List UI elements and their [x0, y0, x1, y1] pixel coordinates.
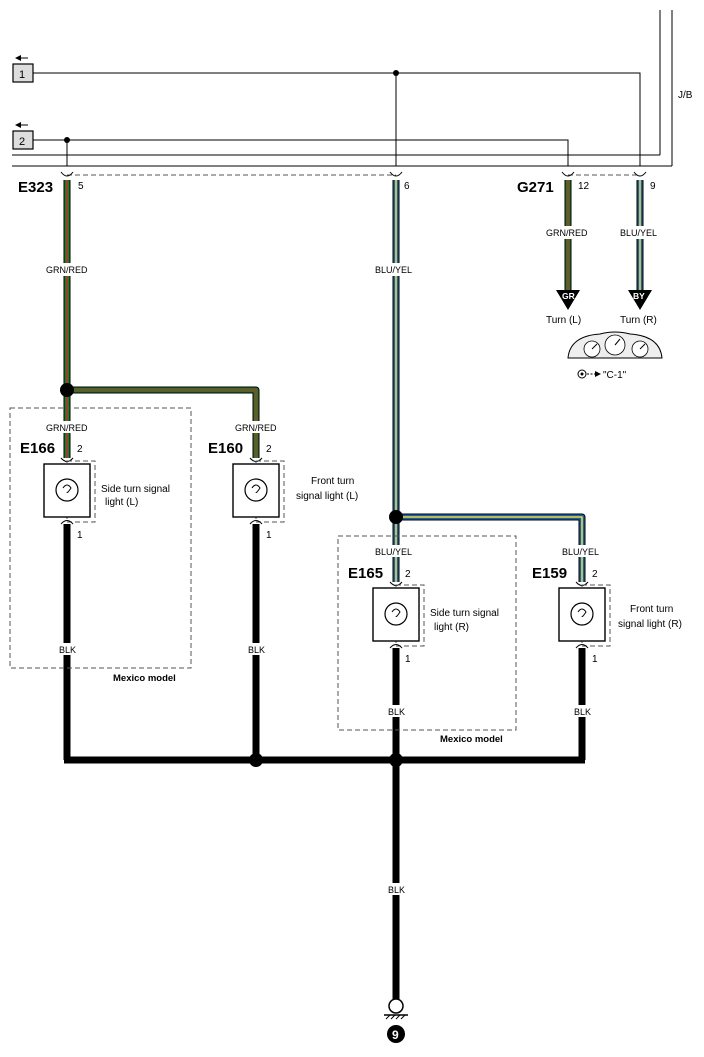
connector-g271-label: G271	[517, 179, 554, 196]
jb-label: J/B	[678, 90, 693, 101]
wire-label-e323-grn-red: GRN/RED	[46, 265, 88, 275]
component-e165-pin-bottom: 1	[405, 654, 411, 665]
wire-blu-yel-branch	[396, 513, 586, 582]
component-e165-id: E165	[348, 565, 383, 582]
jb-terminal-1[interactable]: 1	[12, 55, 34, 83]
jb-terminal-2-label: 2	[19, 136, 25, 148]
wire-label-e165-blu-yel: BLU/YEL	[375, 547, 412, 557]
component-e165-desc-line1: Side turn signal	[430, 608, 499, 619]
component-e160-pin-bottom: 1	[266, 530, 272, 541]
mexico-model-region-right	[337, 535, 517, 731]
wire-layer	[60, 180, 644, 999]
component-e159-pin-top: 2	[592, 569, 598, 580]
component-e165-desc-line2: light (R)	[434, 622, 469, 633]
ground-point-number: 9	[392, 1028, 399, 1042]
junction-block-frame	[12, 10, 673, 167]
meter-by-badge: BY	[633, 291, 645, 301]
connector-g271-pin9: 9	[650, 181, 656, 192]
component-e160-desc-line1: Front turn	[311, 476, 354, 487]
component-e159-desc-line1: Front turn	[630, 604, 673, 615]
wire-label-g271-grn-red: GRN/RED	[546, 228, 588, 238]
component-e166[interactable]	[43, 457, 96, 525]
splice-blk-left	[249, 753, 263, 767]
component-e159-desc-line2: signal light (R)	[618, 619, 682, 630]
wire-label-e166-grn-red: GRN/RED	[46, 423, 88, 433]
wire-label-e323-blu-yel: BLU/YEL	[375, 265, 412, 275]
component-e159-id: E159	[532, 565, 567, 582]
connector-e323-pin5: 5	[78, 181, 84, 192]
wire-label-e159-blu-yel: BLU/YEL	[562, 547, 599, 557]
view-reference-icon	[577, 369, 601, 379]
splice-blk-center	[389, 753, 403, 767]
component-e166-desc-line1: Side turn signal	[101, 484, 170, 495]
connector-e323-pin6: 6	[404, 181, 410, 192]
component-e159-pin-bottom: 1	[592, 654, 598, 665]
wire-label-e166-blk: BLK	[59, 645, 76, 655]
meter-terminal-gr[interactable]: GR	[556, 290, 580, 310]
meter-reference-label: "C-1"	[603, 370, 627, 381]
component-e160-id: E160	[208, 440, 243, 457]
component-e166-desc-line2: light (L)	[105, 497, 138, 508]
jb-terminal-2[interactable]: 2	[12, 122, 34, 150]
connector-g271-pin12: 12	[578, 181, 590, 192]
meter-terminal-by[interactable]: BY	[628, 290, 652, 310]
wire-labels: GRN/RED BLU/YEL GRN/RED BLU/YEL GRN/RED …	[44, 226, 664, 895]
mexico-model-region-left	[9, 407, 192, 669]
component-e165-pin-top: 2	[405, 569, 411, 580]
connector-e323-label: E323	[18, 179, 53, 196]
component-e160[interactable]	[232, 457, 285, 525]
ground-symbol	[384, 998, 408, 1043]
splice-blu-yel	[389, 510, 403, 524]
mexico-model-label-right: Mexico model	[440, 734, 503, 745]
component-e166-id: E166	[20, 440, 55, 457]
jb-terminal-1-label: 1	[19, 69, 25, 81]
meter-gr-badge: GR	[562, 291, 575, 301]
jb-internal-wiring	[33, 70, 641, 166]
meter-turn-right-label: Turn (R)	[620, 315, 657, 326]
component-e166-pin-bottom: 1	[77, 530, 83, 541]
wire-label-e160-blk: BLK	[248, 645, 265, 655]
meter-turn-left-label: Turn (L)	[546, 315, 581, 326]
wire-label-e159-blk: BLK	[574, 707, 591, 717]
component-e160-pin-top: 2	[266, 444, 272, 455]
wire-label-g271-blu-yel: BLU/YEL	[620, 228, 657, 238]
wire-label-ground-blk: BLK	[388, 885, 405, 895]
combination-meter-icon	[567, 331, 663, 359]
mexico-model-label-left: Mexico model	[113, 673, 176, 684]
component-e165[interactable]	[372, 581, 425, 649]
connector-pin-hooks	[60, 171, 647, 177]
component-e159[interactable]	[558, 581, 611, 649]
component-e166-pin-top: 2	[77, 444, 83, 455]
component-e160-desc-line2: signal light (L)	[296, 491, 358, 502]
splice-grn-red	[60, 383, 74, 397]
wire-label-e165-blk: BLK	[388, 707, 405, 717]
wire-label-e160-grn-red: GRN/RED	[235, 423, 277, 433]
wire-grn-red-branch	[67, 386, 260, 458]
